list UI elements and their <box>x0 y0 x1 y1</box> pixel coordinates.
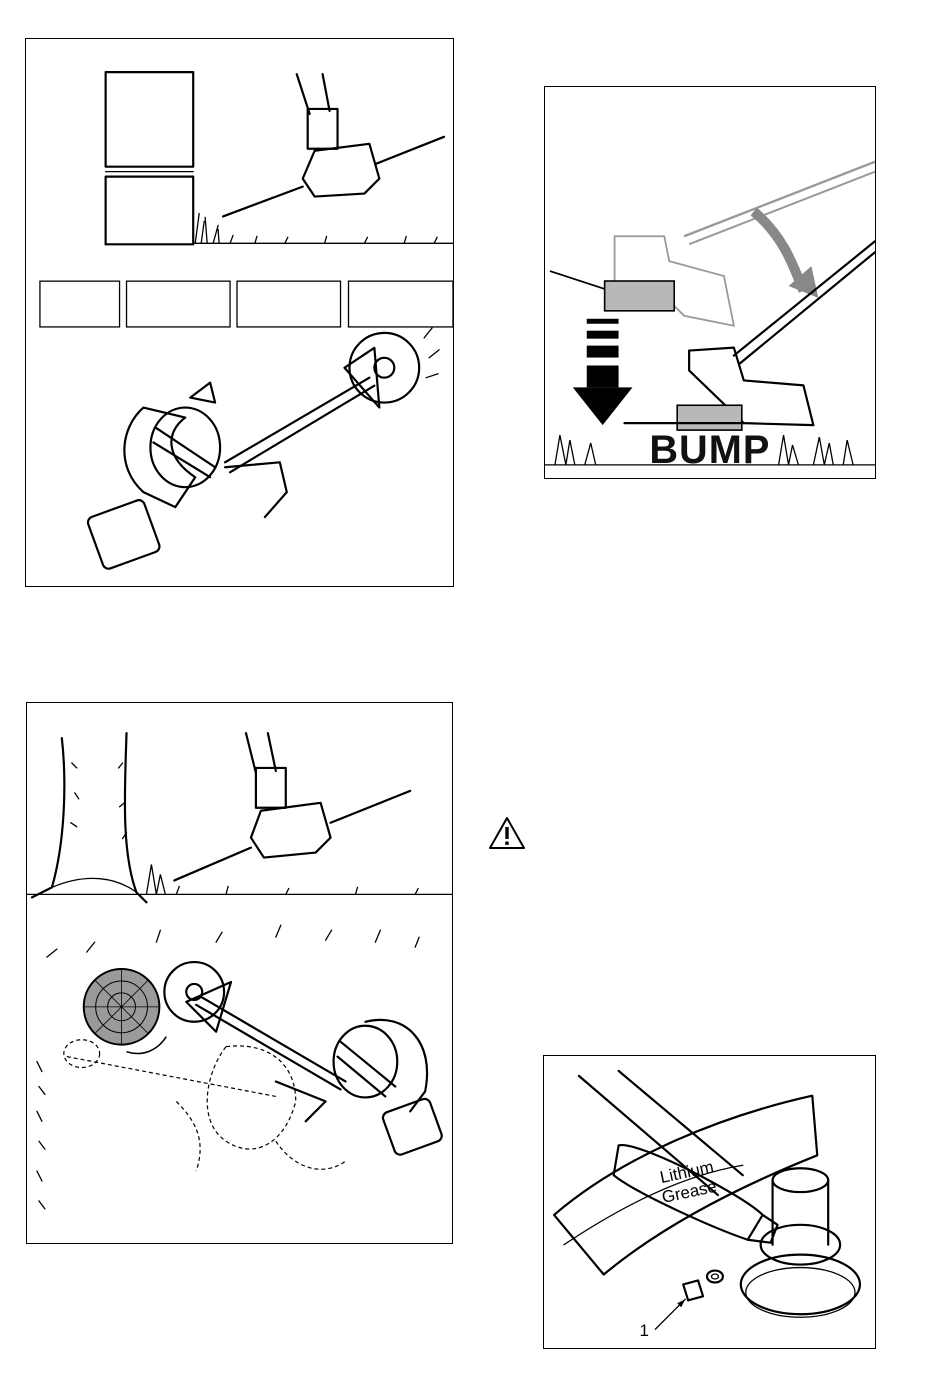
upper-head <box>605 281 675 311</box>
trimmer-head <box>303 144 380 197</box>
bump-label: BUMP <box>649 428 770 472</box>
cutting-line <box>223 187 303 217</box>
trimmer-head-tree <box>251 803 331 858</box>
shaft-top-view <box>225 378 369 463</box>
wall-block-lower <box>106 177 194 245</box>
greasing-illustration: Lithium Grease 1 <box>544 1056 875 1348</box>
lower-head <box>677 405 742 430</box>
cutting-blade <box>349 333 419 403</box>
motion-arrow-curved <box>754 211 804 291</box>
tree-trimming-illustration <box>27 703 452 1243</box>
cutting-blade-tree <box>164 962 224 1022</box>
operator-arm <box>124 408 195 508</box>
upper-shaft <box>684 162 875 237</box>
figure-tree-trimming <box>26 702 453 1244</box>
engine-unit-tree <box>381 1097 443 1156</box>
tree-trunk <box>32 733 146 902</box>
ghost-operator <box>67 1046 296 1149</box>
figure-bump-feed: BUMP <box>544 86 876 479</box>
bump-feed-illustration: BUMP <box>545 87 875 478</box>
bolt <box>683 1280 703 1300</box>
lower-shaft <box>734 241 875 355</box>
warning-triangle-icon <box>488 816 526 850</box>
engine-unit <box>86 498 161 570</box>
down-arrow-icon <box>587 365 619 387</box>
figure-greasing: Lithium Grease 1 <box>543 1055 876 1349</box>
figure-wall-trimming <box>25 38 454 587</box>
callout-number: 1 <box>639 1321 648 1340</box>
wall-trimming-illustration <box>26 39 453 586</box>
washer <box>707 1271 723 1283</box>
wall-block-upper <box>106 72 194 167</box>
